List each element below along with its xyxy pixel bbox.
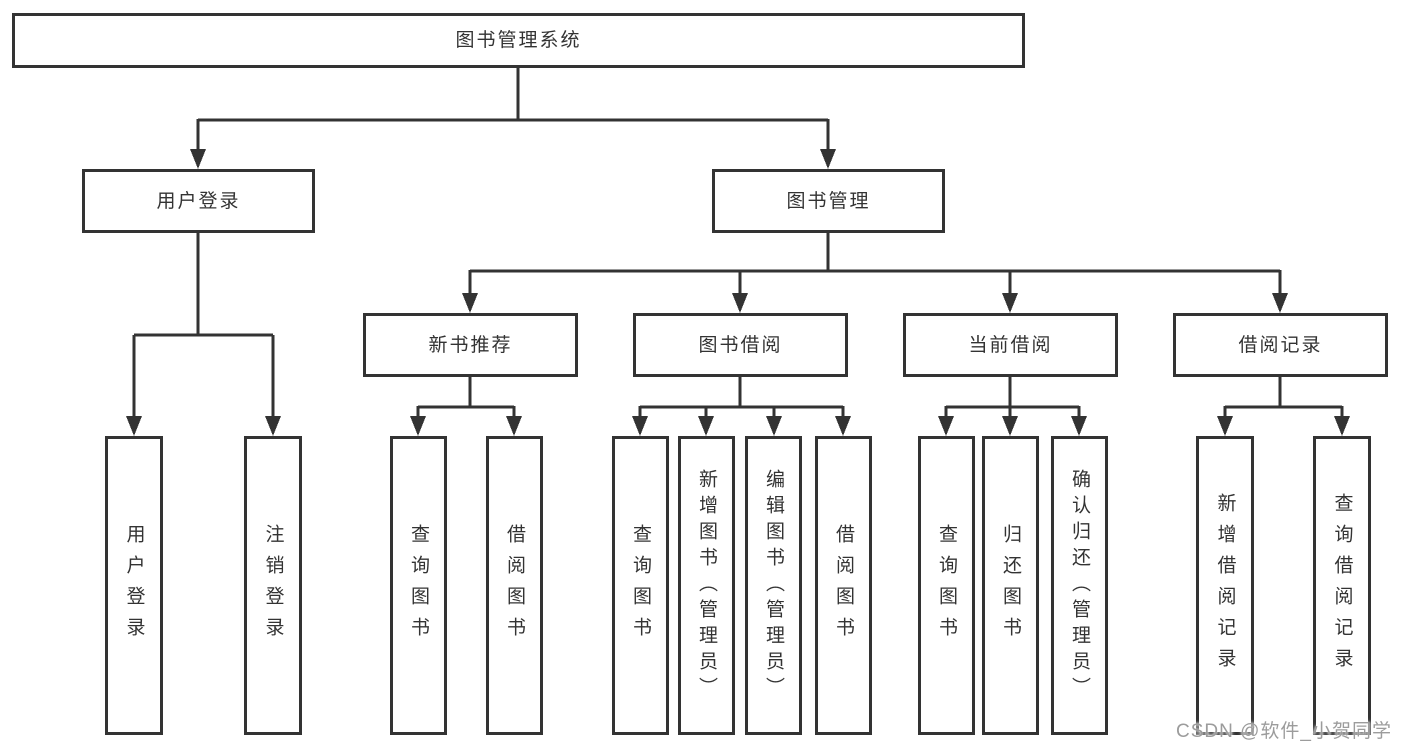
leaf-return-books: 归还图书	[982, 436, 1039, 735]
leaf-label: 查询图书	[936, 523, 957, 648]
leaf-label: 新增借阅记录	[1214, 492, 1236, 679]
arrowhead-down-icon	[462, 293, 478, 313]
node-label: 图书管理	[786, 190, 871, 212]
node-label: 图书管理系统	[455, 30, 582, 51]
arrowhead-down-icon	[506, 416, 522, 436]
arrowhead-down-icon	[1272, 293, 1288, 313]
leaf-borrow-books: 借阅图书	[815, 436, 872, 735]
leaf-user-login: 用户登录	[105, 436, 163, 735]
leaf-query-borrow-record: 查询借阅记录	[1313, 436, 1371, 735]
arrowhead-down-icon	[190, 149, 206, 169]
connector-currentborrow-to-leaves	[938, 377, 1087, 436]
leaf-add-borrow-record: 新增借阅记录	[1196, 436, 1254, 735]
node-label: 图书借阅	[698, 334, 783, 356]
leaf-label: 借阅图书	[833, 523, 854, 648]
node-borrow-records: 借阅记录	[1173, 313, 1388, 377]
node-new-book-recommend: 新书推荐	[363, 313, 578, 377]
connector-newbooks-to-leaves	[410, 377, 522, 436]
leaf-label: 编辑图书（管理员）	[763, 468, 784, 703]
arrowhead-down-icon	[632, 416, 648, 436]
arrowhead-down-icon	[410, 416, 426, 436]
node-book-management: 图书管理	[712, 169, 945, 233]
node-label: 借阅记录	[1238, 334, 1323, 356]
leaf-label: 查询借阅记录	[1331, 492, 1353, 679]
leaf-label: 用户登录	[123, 523, 145, 648]
leaf-label: 确认归还（管理员）	[1069, 468, 1090, 703]
node-book-management-system: 图书管理系统	[12, 13, 1025, 68]
arrowhead-down-icon	[698, 416, 714, 436]
leaf-add-books-admin: 新增图书（管理员）	[678, 436, 735, 735]
arrowhead-down-icon	[835, 416, 851, 436]
arrowhead-down-icon	[820, 149, 836, 169]
leaf-borrow-books-recommend: 借阅图书	[486, 436, 543, 735]
csdn-watermark: CSDN @软件_小贺同学	[1176, 721, 1392, 742]
connector-userlogin-to-leaves	[126, 233, 281, 436]
leaf-label: 查询图书	[630, 523, 651, 648]
leaf-query-books-current: 查询图书	[918, 436, 975, 735]
node-current-borrowing: 当前借阅	[903, 313, 1118, 377]
arrowhead-down-icon	[1002, 293, 1018, 313]
arrowhead-down-icon	[265, 416, 281, 436]
leaf-edit-books-admin: 编辑图书（管理员）	[745, 436, 802, 735]
node-user-login: 用户登录	[82, 169, 315, 233]
node-label: 当前借阅	[968, 334, 1053, 356]
arrowhead-down-icon	[126, 416, 142, 436]
connector-bookborrow-to-leaves	[632, 377, 851, 436]
leaf-label: 查询图书	[408, 523, 429, 648]
leaf-label: 注销登录	[262, 523, 284, 648]
arrowhead-down-icon	[732, 293, 748, 313]
leaf-label: 借阅图书	[504, 523, 525, 648]
connector-root-to-level2	[190, 68, 836, 169]
leaf-query-books-borrow: 查询图书	[612, 436, 669, 735]
leaf-confirm-return-admin: 确认归还（管理员）	[1051, 436, 1108, 735]
leaf-logout: 注销登录	[244, 436, 302, 735]
arrowhead-down-icon	[1217, 416, 1233, 436]
connector-bookmgmt-to-sections	[462, 232, 1288, 313]
leaf-query-books-recommend: 查询图书	[390, 436, 447, 735]
arrowhead-down-icon	[1071, 416, 1087, 436]
node-label: 用户登录	[156, 190, 241, 212]
arrowhead-down-icon	[766, 416, 782, 436]
node-book-borrowing: 图书借阅	[633, 313, 848, 377]
node-label: 新书推荐	[428, 334, 513, 356]
connector-borrowrecords-to-leaves	[1217, 377, 1350, 436]
leaf-label: 归还图书	[1000, 523, 1021, 648]
leaf-label: 新增图书（管理员）	[696, 468, 717, 703]
arrowhead-down-icon	[1334, 416, 1350, 436]
arrowhead-down-icon	[938, 416, 954, 436]
arrowhead-down-icon	[1002, 416, 1018, 436]
